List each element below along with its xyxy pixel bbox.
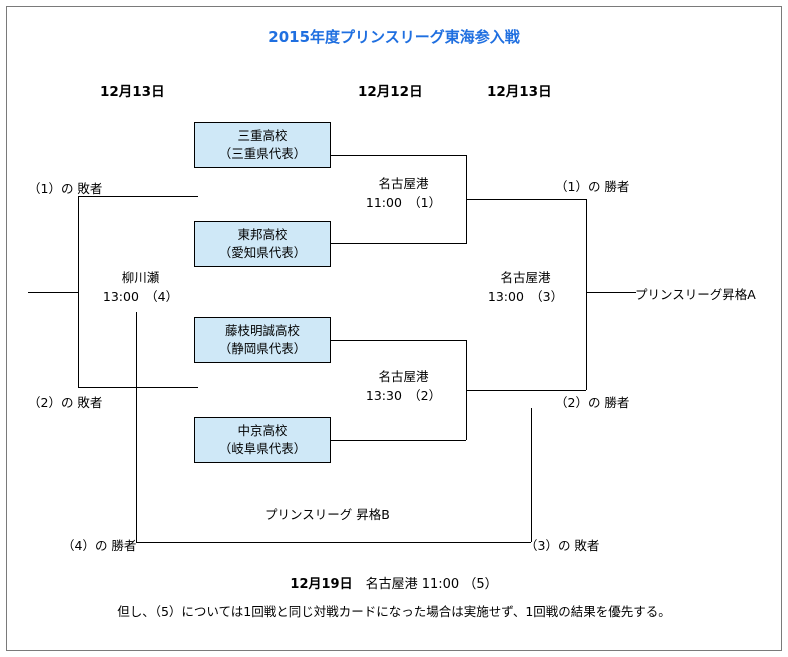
label-winner-of-4: （4）の 勝者 (62, 538, 137, 553)
match-1-time: 11:00 （1） (365, 194, 442, 210)
connector-loser3-down (531, 408, 532, 542)
team-box-3[interactable]: 藤枝明誠高校 （静岡県代表） (194, 317, 331, 363)
team-4-name: 中京高校 (237, 422, 288, 438)
team-2-name: 東邦高校 (237, 226, 288, 242)
connector-loser1-in (78, 196, 198, 197)
connector-team1-to-match1 (331, 155, 466, 156)
label-loser-of-2: （2）の 敗者 (28, 395, 103, 410)
match-4-venue: 柳川瀬 (121, 270, 160, 285)
connector-winner4-down (136, 312, 137, 542)
team-2-region: （愛知県代表） (218, 245, 307, 260)
match-3-venue: 名古屋港 (500, 270, 551, 285)
connector-match4-vertical (78, 196, 79, 387)
match-1-venue: 名古屋港 (378, 176, 429, 191)
connector-loser2-in (78, 387, 198, 388)
team-box-2[interactable]: 東邦高校 （愛知県代表） (194, 221, 331, 267)
connector-team3-to-match2 (331, 340, 466, 341)
team-3-name: 藤枝明誠高校 (224, 322, 300, 338)
match-4-time: 13:00 （4） (102, 288, 179, 304)
connector-match2-winner-out (466, 390, 586, 391)
match-3-label: 名古屋港 13:00 （3） (463, 269, 588, 307)
footer-match5-details: 名古屋港 11:00 （5） (352, 577, 498, 592)
connector-team4-to-match2 (331, 440, 466, 441)
team-box-1[interactable]: 三重高校 （三重県代表） (194, 122, 331, 168)
label-promotion-a: プリンスリーグ昇格A (635, 287, 756, 302)
match-2-label: 名古屋港 13:30 （2） (341, 368, 466, 406)
page-title: 2015年度プリンスリーグ東海参入戦 (268, 28, 520, 46)
page-border (6, 6, 782, 651)
match-1-label: 名古屋港 11:00 （1） (341, 175, 466, 213)
team-3-region: （静岡県代表） (218, 341, 307, 356)
match-2-venue: 名古屋港 (378, 369, 429, 384)
date-header-middle: 12月12日 (358, 84, 423, 100)
footer-match5-line: 12月19日 名古屋港 11:00 （5） (0, 573, 788, 592)
team-4-region: （岐阜県代表） (218, 441, 307, 456)
team-1-region: （三重県代表） (218, 146, 307, 161)
label-winner-of-2: （2）の 勝者 (555, 395, 630, 410)
date-header-left: 12月13日 (100, 84, 165, 100)
connector-team2-to-match1 (331, 243, 466, 244)
match-4-label: 柳川瀬 13:00 （4） (78, 269, 203, 307)
connector-promotion-b-bottom (136, 542, 531, 543)
match-3-time: 13:00 （3） (487, 288, 564, 304)
label-promotion-b: プリンスリーグ 昇格B (265, 507, 390, 522)
label-winner-of-1: （1）の 勝者 (555, 179, 630, 194)
match-2-time: 13:30 （2） (365, 387, 442, 403)
date-header-right: 12月13日 (487, 84, 552, 100)
connector-match3-vertical (586, 199, 587, 390)
footer-match5-date: 12月19日 (290, 577, 353, 592)
label-loser-of-3: （3）の 敗者 (525, 538, 600, 553)
connector-promotion-a-line (597, 292, 633, 293)
team-1-name: 三重高校 (237, 127, 288, 143)
footer-note: 但し、（5）については1回戦と同じ対戦カードになった場合は実施せず、1回戦の結果… (117, 604, 671, 619)
team-box-4[interactable]: 中京高校 （岐阜県代表） (194, 417, 331, 463)
label-loser-of-1: （1）の 敗者 (28, 181, 103, 196)
connector-match1-winner-out (466, 199, 586, 200)
connector-match4-winner-out (28, 292, 78, 293)
